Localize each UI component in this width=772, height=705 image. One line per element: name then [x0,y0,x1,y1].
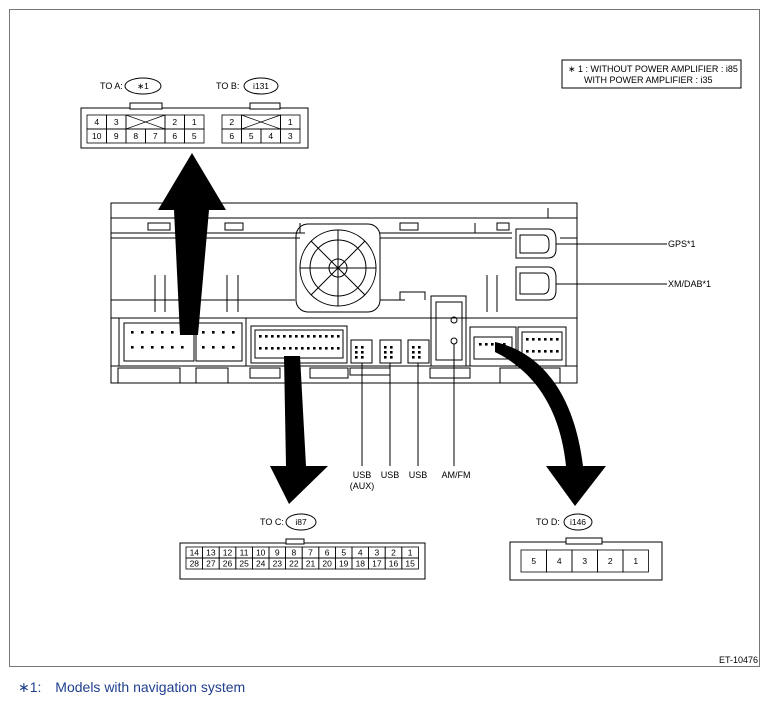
connector-d-latch [565,537,603,545]
connector-b-pin: 4 [268,131,273,141]
connector-c-pin: 16 [389,559,399,569]
connector-c-prefix: TO C: [260,517,284,527]
connector-a-pin: 2 [172,117,177,127]
connector-d-pin: 4 [557,556,562,566]
connector-b-pin: 1 [288,117,293,127]
connector-b-pin: 6 [229,131,234,141]
figure-code: ET-10476 [719,655,758,665]
connector-c-pin: 21 [306,559,316,569]
connector-b-id: i131 [253,81,269,91]
note-box [561,59,742,89]
connector-c-pin: 11 [240,548,249,558]
connector-c-pin: 9 [275,548,280,558]
connector-c-id-oval [285,513,317,531]
footnote-text: Models with navigation system [55,679,246,695]
connector-c-pin: 5 [341,548,346,558]
arrow-to-connector-ab [158,153,226,335]
connector-c-pin: 12 [223,548,233,558]
arrow-to-connector-d [495,342,606,506]
connector-d-prefix: TO D: [536,517,560,527]
connector-a-pin: 3 [114,117,119,127]
connector-c-pin: 20 [322,559,332,569]
connector-a-id: ∗1 [137,81,149,91]
connector-d-pin: 2 [608,556,613,566]
connector-b-latch [249,102,281,110]
connector-b-pin: 3 [288,131,293,141]
connector-c-pin: 14 [190,548,200,558]
connector-c-pin: 17 [372,559,382,569]
usb-aux-sub-label: (AUX) [350,481,375,491]
note-line-1: ∗ 1 : WITHOUT POWER AMPLIFIER : i85 [568,64,738,74]
connector-b-grid: 2 1 6 5 4 3 [221,114,301,144]
connector-c-pin: 19 [339,559,349,569]
connector-a-pin: 5 [192,131,197,141]
usb-3-label: USB [409,470,428,480]
connector-c-id: i87 [295,517,307,527]
connector-d-pin: 1 [633,556,638,566]
connector-c-pin: 6 [325,548,330,558]
head-unit-rear [110,202,578,384]
connector-d-id: i146 [570,517,586,527]
connector-a-id-oval [124,77,162,95]
diagram-frame [9,9,760,667]
connector-c-pin: 23 [273,559,283,569]
connector-c-pin: 1 [408,548,413,558]
connector-a-pin: 6 [172,131,177,141]
amfm-label: AM/FM [442,470,471,480]
connector-a-pin: 4 [94,117,99,127]
connector-b-id-oval [243,77,279,95]
connector-c-latch [285,538,305,545]
connector-c-pin: 2 [391,548,396,558]
usb-2-label: USB [381,470,400,480]
connector-a-pin: 9 [114,131,119,141]
connector-c-pin: 8 [292,548,297,558]
connector-c-pin: 27 [206,559,216,569]
connector-d-grid: 5 4 3 2 1 [520,549,649,573]
footnote: ∗1: Models with navigation system [18,679,245,696]
connector-a-pin: 8 [133,131,138,141]
connector-b-prefix: TO B: [216,81,239,91]
head-unit-pin-dots [131,331,559,359]
connector-b-cell [280,128,301,144]
connector-c-cell [401,557,419,570]
connector-a-latch [129,102,163,110]
usb-aux-label: USB [353,470,372,480]
connector-a-grid: 4 3 2 1 10 9 8 7 6 5 [86,114,205,144]
connector-d-id-oval [563,513,593,531]
connector-c-pin: 28 [190,559,200,569]
connector-c-pin: 4 [358,548,363,558]
footnote-marker: ∗1: [18,679,42,695]
connector-a-pin: 7 [153,131,158,141]
connector-ab-panel [80,107,309,149]
note-line-2: WITH POWER AMPLIFIER : i35 [584,75,713,85]
gps-port-label: GPS*1 [668,239,696,249]
connector-c-pin: 24 [256,559,266,569]
connector-d-cell [622,549,649,573]
connector-c-pin: 7 [308,548,313,558]
connector-c-pin: 13 [206,548,216,558]
connector-c-pin: 10 [256,548,266,558]
connector-b-pin: 5 [249,131,254,141]
connector-c-pin: 26 [223,559,233,569]
connector-a-cell [184,128,205,144]
xm-port-label: XM/DAB*1 [668,279,711,289]
connector-b-pin: 2 [229,117,234,127]
connector-d-pin: 3 [582,556,587,566]
connector-a-pin: 10 [92,131,102,141]
connector-c-pin: 22 [289,559,299,569]
connector-c-pin: 25 [239,559,249,569]
connector-c-pin: 15 [405,559,415,569]
connector-d-pin: 5 [531,556,536,566]
connector-c-pin: 3 [375,548,380,558]
arrow-to-connector-c [270,356,328,504]
connector-a-prefix: TO A: [100,81,123,91]
connector-a-pin: 1 [192,117,197,127]
connector-c-pin: 18 [356,559,366,569]
